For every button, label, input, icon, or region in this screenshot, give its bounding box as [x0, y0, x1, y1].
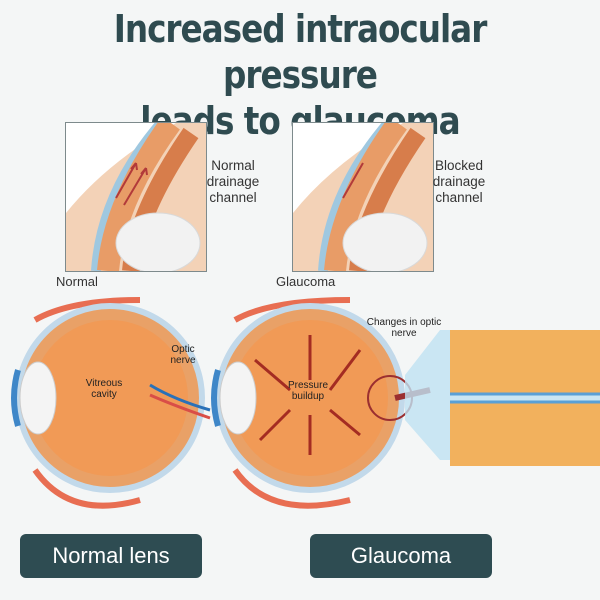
blocked-drainage-panel	[292, 122, 434, 272]
pressure-buildup-label: Pressure buildup	[287, 380, 328, 402]
normal-drainage-panel	[65, 122, 207, 272]
normal-eye-label: Normal	[56, 274, 98, 289]
title-line-1: Increased intraocular pressure	[113, 7, 488, 97]
vitreous-cavity-label: Vitreous cavity	[85, 378, 123, 400]
blocked-drainage-label: Blocked drainage channel	[432, 158, 486, 205]
normal-lens-button: Normal lens	[20, 534, 202, 578]
optic-nerve-label: Optic nerve	[170, 344, 196, 366]
normal-drainage-label: Normal drainage channel	[206, 158, 260, 205]
blocked-drainage-illustration	[293, 123, 433, 271]
glaucoma-button: Glaucoma	[310, 534, 492, 578]
glaucoma-eye-label: Glaucoma	[276, 274, 336, 289]
normal-drainage-illustration	[66, 123, 206, 271]
optic-nerve-change-label: Changes in optic nerve	[366, 317, 442, 339]
